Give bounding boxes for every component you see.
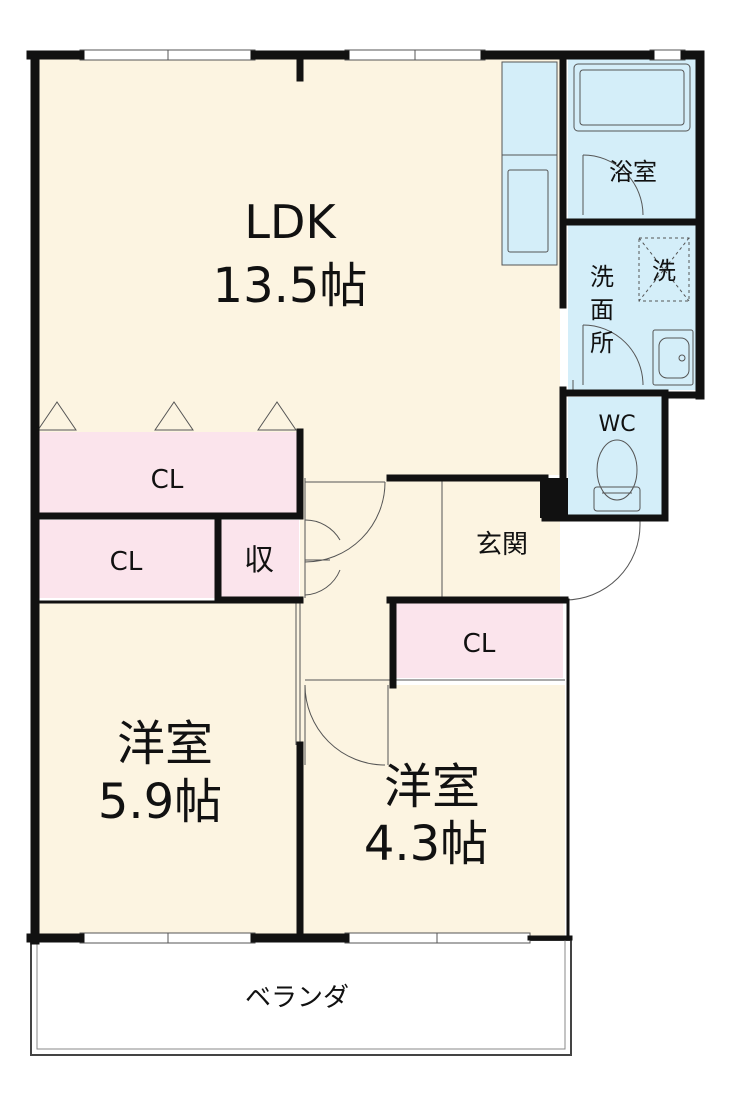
toilet-icon: [593, 439, 641, 512]
kitchen-counter: [501, 61, 558, 266]
western-room-1-name: 洋室: [117, 716, 213, 772]
ldk-name: LDK: [244, 195, 337, 249]
fixtures: [502, 63, 694, 512]
closet-ldk-floor: [38, 432, 300, 514]
bath-label: 浴室: [609, 158, 657, 186]
storage-floor: [221, 520, 299, 598]
washroom-label-2: 面: [590, 296, 614, 324]
entrance-floor: [390, 478, 560, 600]
closet-east-floor: [396, 603, 563, 678]
wc-label: WC: [598, 412, 635, 437]
bathtub-icon: [573, 63, 691, 132]
western-room-1-size: 5.9帖: [98, 774, 222, 830]
closet-east-label: CL: [463, 629, 496, 659]
western-room-2-size: 4.3帖: [364, 816, 488, 872]
closet-ldk-label: CL: [151, 465, 184, 495]
closet-west-floor: [38, 520, 216, 598]
washroom-floor: [568, 225, 698, 390]
kitchen-sink-icon: [507, 169, 549, 253]
door-swings: [304, 154, 644, 766]
room-labels: LDK 13.5帖 浴室 洗 洗 面 所 WC 玄関 収 CL CL CL 洋室…: [98, 158, 676, 1013]
walls: [26, 50, 705, 945]
western-room-2-floor: [300, 685, 565, 938]
windows: [79, 49, 686, 944]
floors: [35, 57, 698, 938]
wash-basin-icon: [652, 329, 694, 386]
western-room-1-floor: [35, 603, 300, 938]
entrance-label: 玄関: [476, 530, 528, 560]
washroom-label-3: 所: [590, 329, 614, 357]
storage-label: 収: [244, 543, 274, 578]
closet-west-label: CL: [110, 547, 143, 577]
ldk-floor: [35, 57, 560, 475]
wc-floor: [568, 397, 663, 515]
veranda-label: ベランダ: [245, 983, 349, 1013]
washer-label: 洗: [652, 257, 676, 285]
hallway-floor: [300, 475, 390, 685]
washer-tray-icon: [638, 237, 690, 302]
washroom-label-1: 洗: [590, 263, 614, 291]
folding-doors: [37, 401, 297, 431]
ldk-size: 13.5帖: [213, 258, 368, 314]
western-room-2-name: 洋室: [384, 759, 480, 815]
